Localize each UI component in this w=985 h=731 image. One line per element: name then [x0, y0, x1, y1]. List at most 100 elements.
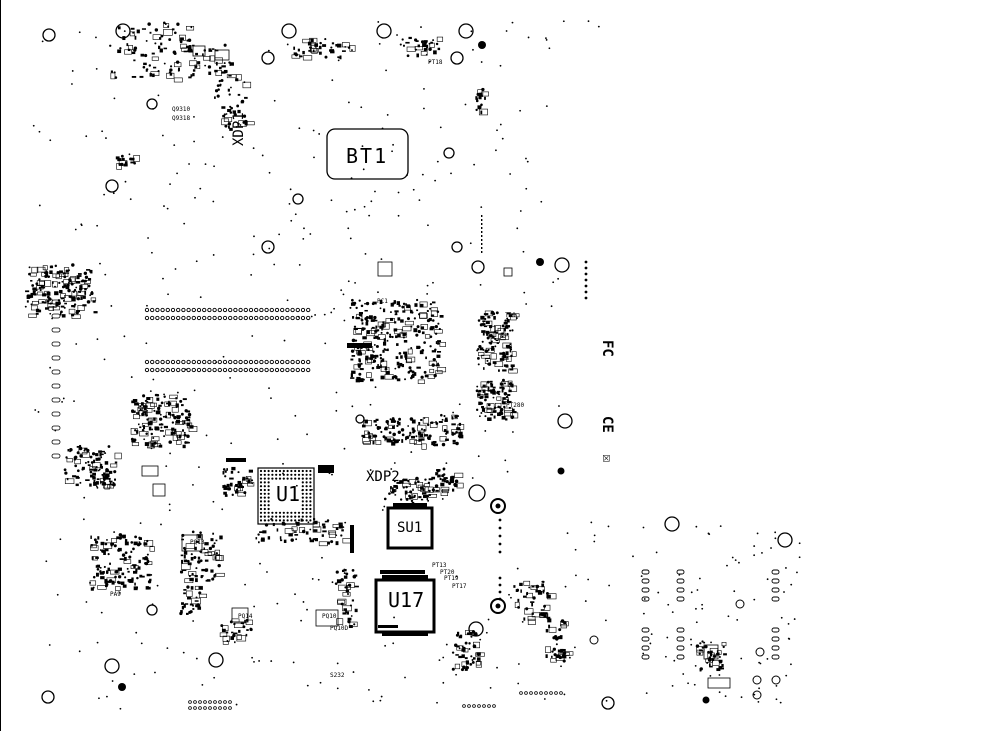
smd-part	[543, 614, 547, 618]
smd-part	[147, 421, 152, 426]
component-outline	[315, 609, 339, 627]
via	[516, 588, 520, 592]
connector-pin	[181, 359, 186, 365]
smd-part	[505, 418, 508, 421]
via	[121, 535, 124, 538]
via	[160, 401, 164, 405]
smd-part	[183, 420, 186, 425]
smd-part	[717, 652, 720, 656]
fiducial	[478, 41, 486, 49]
via	[163, 435, 166, 438]
smd-part	[25, 290, 30, 293]
via	[408, 366, 412, 370]
via	[428, 42, 431, 45]
via	[89, 455, 93, 459]
mounting-hole	[451, 241, 463, 253]
smd-part	[87, 278, 92, 281]
via	[664, 655, 667, 658]
via	[198, 591, 202, 595]
via	[118, 591, 121, 594]
smd-part	[222, 471, 225, 475]
via	[584, 600, 587, 602]
component-outline	[545, 646, 552, 653]
component-outline	[388, 424, 395, 429]
via	[176, 22, 180, 26]
via	[388, 335, 392, 338]
via	[562, 659, 566, 663]
smd-part	[255, 537, 258, 540]
via	[298, 127, 301, 130]
smd-part	[26, 295, 30, 299]
smd-part	[134, 402, 139, 406]
smd-part	[412, 488, 414, 491]
via	[761, 552, 763, 554]
via	[487, 403, 491, 407]
smd-part	[240, 100, 244, 104]
smd-part	[233, 632, 238, 635]
smd-part	[383, 338, 386, 342]
smd-part	[106, 570, 109, 574]
silk-dash	[481, 251, 483, 253]
smd-part	[97, 536, 100, 540]
via	[431, 363, 435, 367]
via	[509, 173, 512, 175]
smd-part	[484, 96, 486, 100]
smd-part	[245, 633, 248, 637]
smd-part	[421, 331, 425, 335]
via	[373, 343, 376, 346]
via	[95, 465, 98, 468]
smd-part	[485, 330, 490, 334]
via	[184, 409, 188, 413]
smd-part	[560, 648, 564, 653]
mounting-hole	[471, 260, 485, 274]
smd-part	[372, 301, 377, 305]
connector-pin	[264, 307, 269, 313]
via	[71, 70, 74, 72]
via	[374, 357, 377, 360]
bga-ball	[301, 481, 304, 484]
bga-ball	[305, 496, 308, 499]
through-hole	[752, 690, 762, 700]
header-pin	[498, 597, 502, 601]
via	[766, 658, 769, 660]
via	[199, 187, 202, 190]
smd-part	[503, 321, 508, 325]
via	[104, 581, 107, 584]
connector-pin	[274, 359, 280, 365]
via	[445, 462, 448, 465]
via	[185, 368, 187, 371]
via	[244, 583, 246, 586]
bga-ball	[301, 492, 304, 495]
smd-part	[260, 538, 265, 542]
smd-part	[288, 533, 293, 537]
via	[368, 214, 371, 217]
via	[229, 376, 232, 379]
smd-part	[501, 415, 506, 420]
jack-pad	[771, 578, 780, 584]
bga-ball	[305, 511, 308, 514]
designator-t29: T29	[505, 312, 516, 319]
smd-part	[214, 49, 219, 52]
component-outline	[506, 356, 512, 362]
via	[738, 561, 740, 564]
component-outline	[203, 56, 211, 61]
smd-part	[75, 475, 79, 479]
smd-part	[230, 470, 234, 474]
via	[360, 106, 363, 109]
smd-part	[55, 302, 59, 307]
via	[695, 607, 697, 610]
mounting-hole	[468, 621, 484, 637]
via	[237, 485, 241, 489]
component-outline	[147, 561, 153, 565]
via	[496, 129, 498, 132]
via	[496, 666, 498, 669]
via	[371, 366, 375, 370]
component-outline	[309, 37, 318, 45]
smd-part	[75, 281, 81, 284]
connector-pin	[248, 359, 254, 365]
smd-part	[171, 28, 175, 31]
via	[282, 462, 284, 465]
jack-pad	[676, 627, 685, 633]
bga-ball	[305, 485, 308, 488]
via	[67, 281, 70, 284]
